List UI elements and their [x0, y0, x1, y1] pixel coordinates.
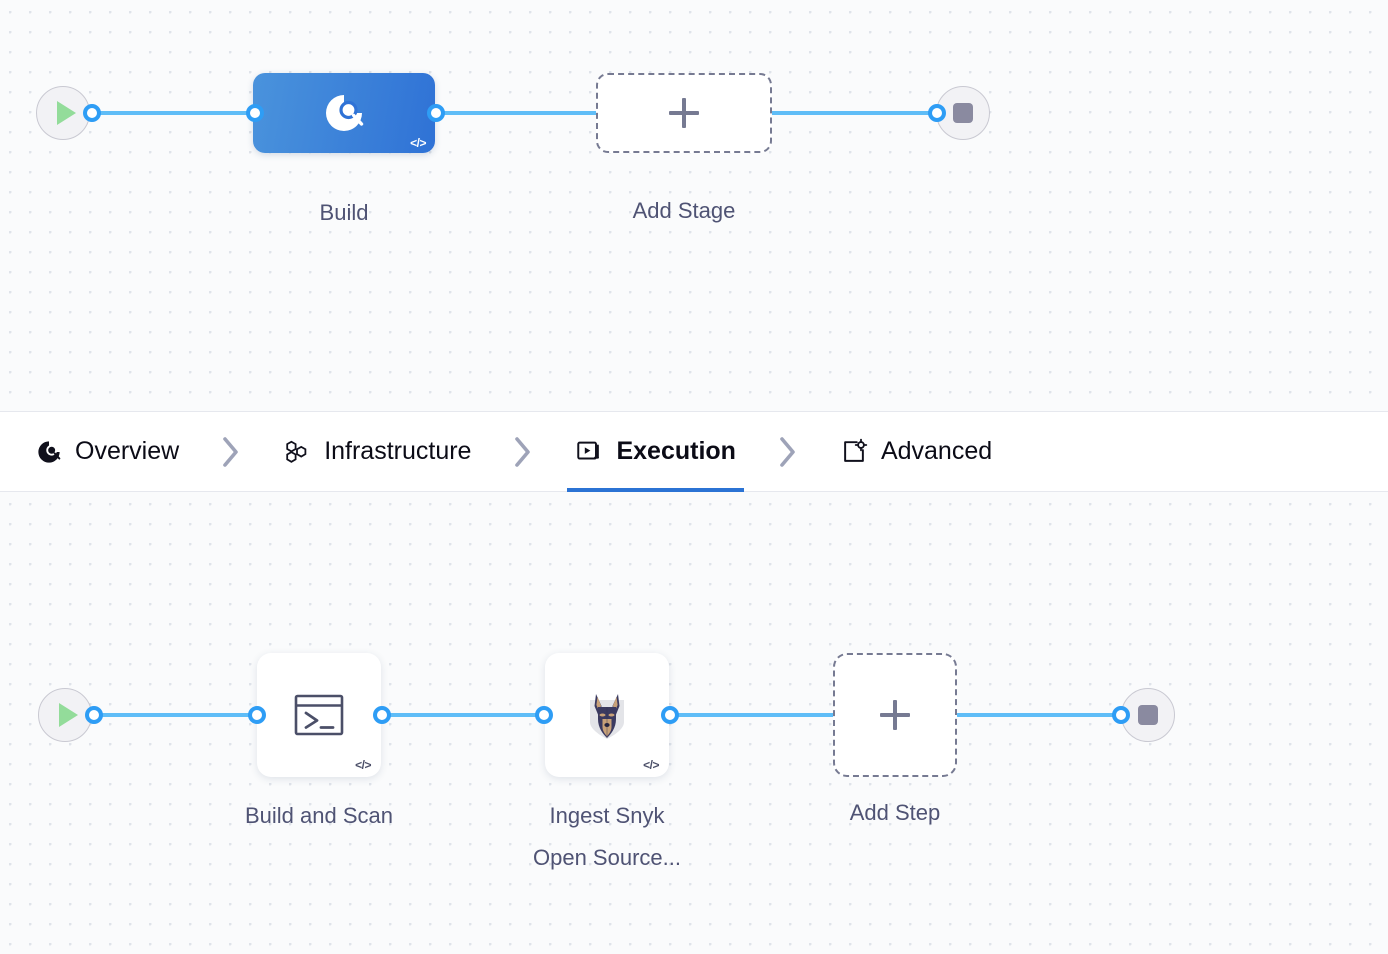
tab-label-advanced: Advanced: [880, 437, 993, 465]
play-icon: [58, 703, 78, 727]
plus-icon: [669, 98, 699, 128]
stage-label-build: Build: [319, 200, 369, 225]
build-stage-icon: [326, 95, 364, 131]
buildscan-output-port[interactable]: [373, 706, 391, 724]
terminal-icon: [294, 694, 344, 736]
chevron-right-icon: [183, 434, 279, 470]
add-step-label: Add Step: [849, 800, 941, 825]
wire-snyk-to-addstep: [666, 713, 838, 717]
execution-start-node[interactable]: [38, 688, 92, 742]
wire-buildscan-to-snyk: [380, 713, 552, 717]
snyk-icon: [590, 694, 624, 739]
wire-build-to-addstage: [428, 111, 608, 115]
buildscan-input-port[interactable]: [248, 706, 266, 724]
stop-icon: [1138, 705, 1158, 725]
exec-end-input-port[interactable]: [1112, 706, 1130, 724]
stage-node-build[interactable]: </>: [253, 73, 435, 153]
snyk-output-port[interactable]: [661, 706, 679, 724]
step-node-ingest-snyk[interactable]: </>: [545, 653, 669, 777]
execution-icon: [575, 438, 603, 466]
tab-label-infrastructure: Infrastructure: [324, 437, 472, 465]
plus-icon: [880, 700, 910, 730]
stop-icon: [953, 103, 973, 123]
code-badge: </>: [355, 758, 371, 772]
execution-canvas[interactable]: </> Build and Scan: [0, 492, 1388, 954]
step-label-build-and-scan: Build and Scan: [245, 803, 393, 828]
code-badge: </>: [643, 758, 659, 772]
exec-start-output-port[interactable]: [85, 706, 103, 724]
add-stage-button[interactable]: [596, 73, 772, 153]
execution-end-node[interactable]: [1121, 688, 1175, 742]
wire-addstage-to-end: [765, 111, 950, 115]
step-node-build-and-scan[interactable]: </>: [257, 653, 381, 777]
snyk-input-port[interactable]: [535, 706, 553, 724]
chevron-right-icon: [475, 434, 571, 470]
tab-label-execution: Execution: [616, 437, 736, 465]
tab-label-overview: Overview: [75, 437, 180, 465]
tab-execution[interactable]: Execution: [567, 411, 745, 492]
add-step-button[interactable]: [833, 653, 957, 777]
stage-config-tabs: Overview Infrastructure: [0, 411, 1388, 492]
build-output-port[interactable]: [427, 104, 445, 122]
tab-overview[interactable]: Overview: [32, 411, 183, 492]
wire-start-to-buildscan: [93, 713, 265, 717]
build-input-port[interactable]: [246, 104, 264, 122]
wire-start-to-build: [92, 111, 262, 115]
add-stage-label: Add Stage: [632, 198, 736, 223]
play-icon: [56, 101, 76, 125]
code-badge: </>: [410, 136, 426, 150]
step-label-ingest-snyk: Ingest Snyk Open Source...: [533, 803, 681, 870]
tab-advanced[interactable]: Advanced: [836, 411, 996, 492]
tab-infrastructure[interactable]: Infrastructure: [279, 411, 475, 492]
overview-icon: [36, 439, 62, 465]
end-input-port[interactable]: [928, 104, 946, 122]
stage-canvas[interactable]: </> Build Add Stage: [0, 0, 1388, 411]
infrastructure-icon: [283, 438, 311, 466]
advanced-icon: [840, 438, 868, 466]
pipeline-start-node[interactable]: [36, 86, 90, 140]
wire-addstep-to-end: [956, 713, 1134, 717]
chevron-right-icon: [740, 434, 836, 470]
start-output-port[interactable]: [83, 104, 101, 122]
